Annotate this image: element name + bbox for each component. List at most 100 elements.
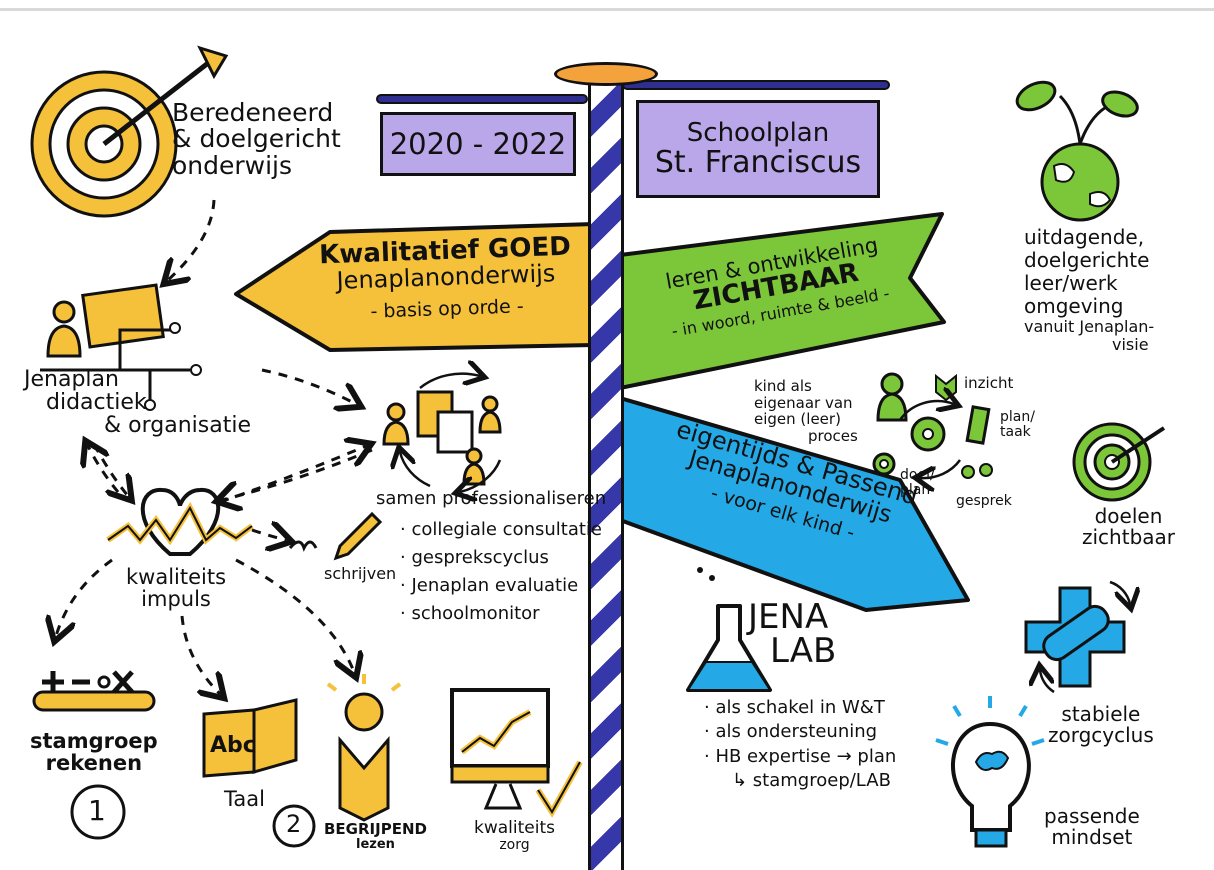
eigenaar-line: eigenaar van	[754, 393, 853, 412]
pencil-icon	[288, 511, 383, 561]
doelen-line-1: doelen	[1094, 504, 1163, 528]
target-label-line-1: Beredeneerd	[172, 98, 334, 127]
brain-lightbulb-icon	[935, 696, 1045, 848]
jena-lab-line-2: LAB	[770, 631, 837, 671]
arrow-impuls-to-taal	[180, 615, 220, 694]
omgeving-line: visie	[1112, 335, 1149, 355]
doelen-label: doelen zichtbaar	[1082, 506, 1175, 548]
year-board: 2020 - 2022	[380, 112, 576, 176]
title-line-1: Schoolplan	[686, 117, 830, 148]
doelen-line-2: zichtbaar	[1082, 525, 1175, 549]
doel-plan-label: doel/ plan	[900, 467, 935, 499]
impuls-label: kwaliteits impuls	[126, 566, 226, 610]
omgeving-line: leer/werk	[1024, 271, 1118, 295]
eigenaar-line: eigen (leer)	[754, 410, 841, 428]
mindset-label: passende mindset	[1044, 806, 1140, 848]
didactiek-label: Jenaplan didactiek & organisatie	[24, 368, 251, 437]
eigenaar-label: kind als eigenaar van eigen (leer) proce…	[754, 378, 858, 444]
people-collaboration-icon	[382, 374, 502, 492]
small-target-icon	[1072, 422, 1166, 502]
zorgcyclus-line-2: zorgcyclus	[1048, 723, 1154, 747]
lab-list: · als schakel in W&T · als ondersteuning…	[704, 696, 896, 793]
number-1-circle	[70, 784, 126, 840]
signpost-pole	[588, 80, 624, 870]
abc-label: Abc	[210, 733, 256, 758]
impuls-line-1: kwaliteits	[126, 565, 227, 589]
impuls-line-2: impuls	[141, 587, 211, 612]
didactiek-line-3: & organisatie	[104, 413, 251, 439]
flask-icon	[686, 567, 772, 692]
begrijpend-line-2: lezen	[356, 836, 395, 852]
plan-taak-label: plan/ taak	[1000, 409, 1035, 441]
arrow-impuls-to-didactiek	[88, 446, 120, 493]
number-1: 1	[88, 794, 106, 827]
left-rail	[376, 94, 588, 104]
begrijpend-line-1: BEGRIJPEND	[324, 820, 427, 838]
lightbulb-reader-icon	[326, 674, 402, 822]
target-label-line-3: onderwijs	[172, 150, 293, 180]
target-label: Beredeneerd & doelgericht onderwijs	[172, 98, 341, 180]
monitor-chart-icon	[450, 688, 583, 818]
arrow-didactiek-to-samen	[261, 368, 356, 404]
arrow-impuls-to-schrijven	[251, 530, 286, 540]
samen-item: · collegiale consultatie	[400, 519, 603, 540]
right-rail	[622, 80, 890, 90]
mindset-line-2: mindset	[1051, 825, 1133, 849]
samen-list: · collegiale consultatie · gesprekscyclu…	[400, 516, 602, 628]
heart-pulse-icon	[106, 487, 254, 556]
jena-lab-label: JENA LAB	[748, 600, 836, 668]
signpost-cap	[554, 62, 658, 86]
stamgroep-label: stamgroep rekenen	[30, 730, 158, 774]
number-2-circle	[272, 804, 316, 848]
didactiek-line-1: Jenaplan	[24, 367, 119, 392]
lab-item: · als ondersteuning	[704, 721, 878, 743]
plan-taak-line-1: plan/	[1000, 409, 1035, 425]
zorgcyclus-label: stabiele zorgcyclus	[1048, 704, 1154, 746]
number-2: 2	[286, 810, 302, 838]
doel-plan-line-2: plan	[900, 482, 931, 499]
target-icon	[30, 45, 229, 218]
omgeving-line: doelgerichte	[1024, 248, 1150, 272]
lab-item: · HB expertise → plan	[704, 745, 897, 767]
kwaliteitszorg-line-1: kwaliteits	[474, 818, 555, 838]
inzicht-label: inzicht	[964, 374, 1014, 392]
begrijpend-label: BEGRIJPEND lezen	[324, 820, 427, 852]
mindset-line-1: passende	[1044, 804, 1140, 828]
eigenaar-line: kind als	[754, 377, 812, 395]
samen-item: · gesprekscyclus	[400, 546, 549, 568]
medical-cross-icon	[1024, 580, 1130, 694]
kwaliteitszorg-label: kwaliteits zorg	[474, 818, 555, 853]
presenter-icon	[40, 283, 202, 411]
year-text: 2020 - 2022	[389, 126, 567, 161]
omgeving-label: uitdagende, doelgerichte leer/werk omgev…	[1024, 226, 1154, 355]
scan-edge-line	[0, 8, 1214, 11]
jena-lab-line-1: JENA	[748, 597, 829, 637]
math-symbols-icon	[32, 670, 156, 712]
schrijven-label: schrijven	[324, 564, 397, 583]
book-icon	[202, 698, 298, 778]
lab-item: · als schakel in W&T	[704, 697, 885, 718]
globe-sprout-icon	[1015, 80, 1139, 222]
title-board: Schoolplan St. Franciscus	[636, 100, 880, 198]
eigenaar-line: proces	[808, 426, 858, 445]
omgeving-line: uitdagende,	[1024, 225, 1145, 249]
omgeving-line: vanuit Jenaplan-	[1024, 317, 1155, 336]
samen-item: · Jenaplan evaluatie	[400, 574, 579, 596]
lab-item: ↳ stamgroep/LAB	[732, 769, 891, 791]
arrow-samen-to-impuls	[222, 448, 373, 500]
plan-taak-line-2: taak	[1000, 424, 1031, 441]
sign-left-text: Kwalitatief GOED Jenaplanonderwijs - bas…	[305, 232, 588, 325]
didactiek-line-2: didactiek	[46, 390, 147, 416]
arrow-target-to-didactiek	[168, 199, 216, 280]
target-label-line-2: & doelgericht	[172, 124, 341, 154]
stamgroep-line-2: rekenen	[45, 751, 143, 776]
ownership-cycle-icon	[872, 372, 993, 478]
taal-label: Taal	[224, 787, 265, 811]
zorgcyclus-line-1: stabiele	[1061, 702, 1141, 726]
gesprek-label: gesprek	[956, 493, 1012, 509]
stamgroep-line-1: stamgroep	[30, 729, 158, 753]
arrow-impuls-to-begrijpend	[235, 558, 354, 672]
arrow-didactiek-to-impuls	[92, 443, 128, 496]
samen-label: samen professionaliseren	[376, 488, 607, 509]
